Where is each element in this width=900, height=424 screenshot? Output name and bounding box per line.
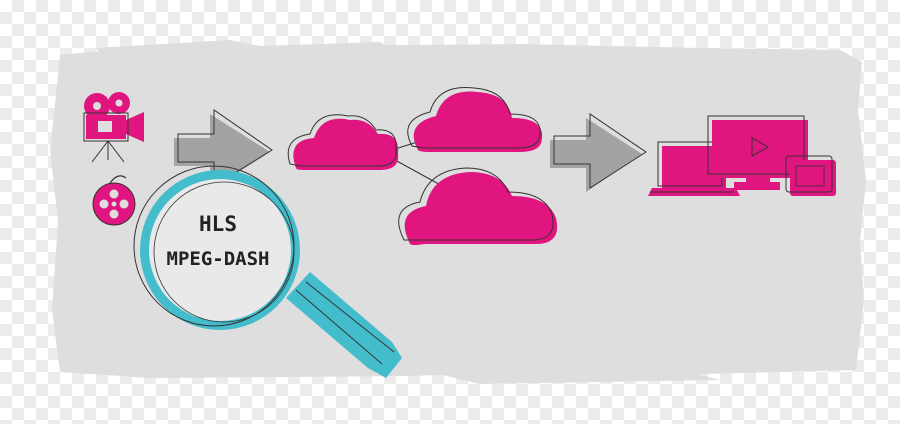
- cloud-icon: [407, 87, 543, 152]
- panel-brush-stroke: [95, 40, 390, 52]
- panel-brush-stroke: [430, 370, 720, 384]
- arrow-right-icon: [174, 109, 273, 190]
- movie-camera-icon: [83, 92, 144, 163]
- tablet-icon: [785, 155, 836, 196]
- arrow-right-icon: [550, 113, 647, 192]
- cloud-icon: [398, 167, 558, 245]
- magnifying-glass-icon: [133, 165, 402, 378]
- lens-text-line2: MPEG-DASH: [167, 248, 270, 270]
- film-reel-icon: [92, 175, 136, 226]
- lens-text-line1: HLS: [199, 212, 237, 236]
- cloud-icon: [287, 114, 399, 170]
